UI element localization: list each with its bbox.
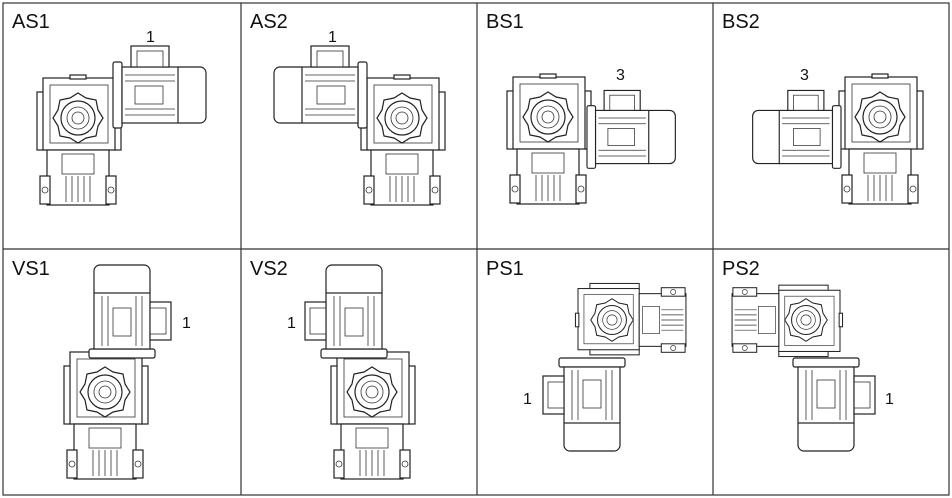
gearbox-drawing: [63, 348, 149, 480]
motor-drawing: [792, 357, 876, 452]
terminal-box-position: 1: [146, 29, 155, 46]
cell-label: VS2: [250, 258, 288, 280]
terminal-box-position: 1: [885, 391, 894, 408]
cell-vs1: VS1 1: [12, 258, 191, 480]
gearbox-drawing: [574, 282, 687, 356]
cell-label: AS2: [250, 11, 288, 33]
terminal-box-position: 1: [287, 315, 296, 332]
cell-bs1: BS1 3: [486, 11, 676, 205]
cell-ps2: PS2 1: [722, 258, 894, 452]
gearbox-drawing: [360, 74, 446, 206]
motor-drawing: [752, 89, 842, 169]
gearbox-drawing: [506, 73, 592, 205]
gearbox-drawing: [731, 284, 844, 358]
cell-label: PS1: [486, 258, 524, 280]
cell-as2: AS2 1: [250, 11, 446, 206]
cell-label: BS2: [722, 11, 760, 33]
cell-label: VS1: [12, 258, 50, 280]
gearbox-drawing: [330, 348, 416, 480]
cell-as1: AS1 1: [12, 11, 207, 206]
cell-label: AS1: [12, 11, 50, 33]
motor-drawing: [112, 45, 207, 129]
terminal-box-position: 3: [616, 67, 625, 84]
motor-drawing: [88, 264, 172, 359]
cell-ps1: PS1 1: [486, 258, 687, 452]
motor-drawing: [586, 89, 676, 169]
terminal-box-position: 1: [523, 391, 532, 408]
cell-bs2: BS2 3: [722, 11, 924, 205]
cell-vs2: VS2 1: [250, 258, 416, 480]
terminal-box-position: 1: [328, 29, 337, 46]
motor-drawing: [304, 264, 388, 359]
motor-drawing: [542, 357, 626, 452]
terminal-box-position: 1: [182, 315, 191, 332]
cell-label: PS2: [722, 258, 760, 280]
terminal-box-position: 3: [800, 67, 809, 84]
gearbox-drawing: [838, 73, 924, 205]
cell-label: BS1: [486, 11, 524, 33]
gearbox-drawing: [36, 74, 122, 206]
motor-drawing: [273, 45, 368, 129]
